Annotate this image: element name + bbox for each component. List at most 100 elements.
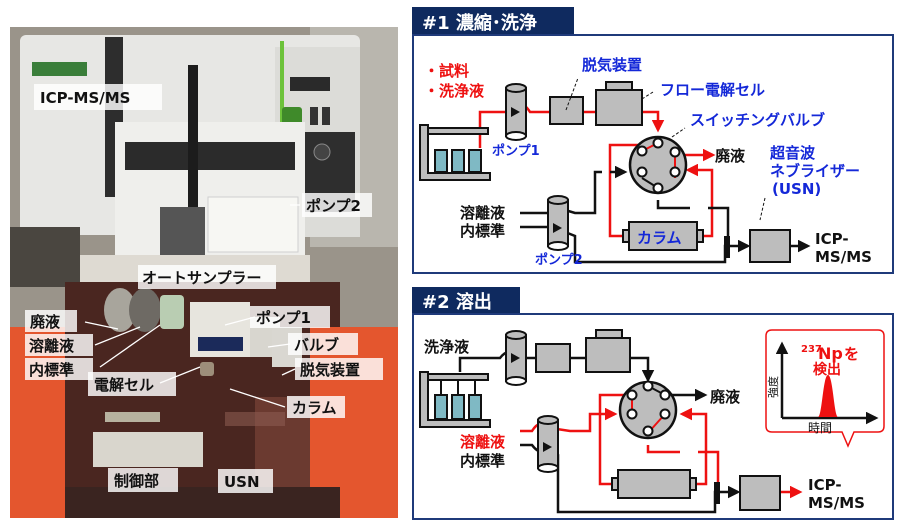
pump2-head	[313, 143, 331, 161]
isotope-symbol: Np	[818, 344, 843, 363]
instrument-photo: ICP-MS/MS ポンプ2 オートサンプラー 廃液 溶離液 内標準 ポンプ1 …	[10, 27, 398, 518]
svg-text:脱気装置: 脱気装置	[300, 361, 360, 379]
autosampler-window	[125, 142, 295, 170]
svg-text:ICP-MS/MS: ICP-MS/MS	[40, 89, 130, 107]
autosampler-tray	[160, 207, 205, 257]
panel2-switching-valve-symbol	[618, 380, 678, 440]
photo-label-eluent: 溶離液	[25, 334, 93, 356]
eluent-label: 溶離液	[460, 204, 506, 222]
photo-label-pump1: ポンプ1	[250, 306, 330, 328]
panel2-pump2-symbol	[537, 415, 559, 473]
photo-label-waste: 廃液	[25, 310, 77, 332]
photo-label-internal-std: 内標準	[25, 358, 93, 380]
svg-text:オートサンプラー: オートサンプラー	[142, 269, 262, 287]
panel-concentration-wash: #1 濃縮･洗浄	[412, 7, 894, 274]
svg-text:内標準: 内標準	[29, 361, 74, 379]
intensity-axis-label: 強度	[766, 376, 780, 398]
panel2-waste-label: 廃液	[710, 388, 741, 406]
icp-label-line2: MS/MS	[815, 248, 872, 266]
time-axis-label: 時間	[808, 421, 832, 435]
degasser-symbol	[549, 96, 584, 125]
switching-valve-symbol	[628, 135, 688, 195]
photo-label-icp: ICP-MS/MS	[34, 84, 162, 110]
icp-switch	[322, 107, 330, 125]
svg-text:バルブ: バルブ	[294, 336, 339, 354]
photo-label-degasser: 脱気装置	[295, 358, 383, 380]
usn-label-line3: (USN)	[772, 180, 821, 198]
pump1-symbol	[505, 83, 527, 141]
usn-label-line2: ネブライザー	[770, 162, 860, 180]
panel1-leaders	[565, 77, 766, 221]
pump2-symbol	[547, 195, 569, 251]
photo-label-pump2: ポンプ2	[302, 193, 372, 217]
svg-text:廃液: 廃液	[30, 313, 61, 331]
isotope-mass: 237	[801, 344, 822, 355]
switching-valve-label: スイッチングバルブ	[690, 111, 825, 129]
flow-cell-label: フロー電解セル	[660, 81, 765, 99]
panel2-header	[412, 287, 520, 314]
panel2-wash-label: 洗浄液	[424, 338, 470, 356]
panel2-eluent-label: 溶離液	[460, 433, 506, 451]
isotope-suffix: を	[844, 345, 859, 363]
icp-switch	[310, 107, 318, 125]
usn-label-line1: 超音波	[769, 144, 816, 162]
eluent-bottle	[129, 288, 161, 332]
sample-label: ・試料	[424, 62, 469, 80]
detection-label: 検出	[813, 361, 841, 378]
panel2-sample-rack	[419, 371, 491, 428]
photo-label-usn: USN	[218, 469, 273, 493]
waste-bottle	[104, 288, 136, 332]
detection-callout: 237 Np を 検出 強度 時間	[765, 329, 885, 448]
np237-peak	[790, 375, 865, 417]
panel1-sample-rack	[419, 124, 491, 181]
panel2-tee-connector	[714, 482, 720, 504]
controller-connectors	[105, 412, 160, 422]
autosampler-arm	[188, 65, 198, 215]
svg-text:制御部: 制御部	[114, 472, 159, 490]
controller-body	[93, 432, 203, 467]
svg-text:USN: USN	[224, 473, 260, 491]
photo-label-valve: バルブ	[288, 333, 358, 355]
flow-cell-symbol	[595, 81, 643, 126]
photo-desk-left	[10, 227, 80, 287]
cabinet-base	[65, 487, 340, 518]
photo-label-controller: 制御部	[108, 468, 178, 492]
svg-text:ポンプ1: ポンプ1	[256, 309, 311, 327]
flow-diagrams: #1 濃縮･洗浄	[412, 7, 894, 520]
wash-label: ・洗浄液	[424, 82, 485, 100]
icp-label-line1: ICP-	[815, 230, 849, 248]
photo-label-autosampler: オートサンプラー	[138, 265, 276, 289]
panel2-icp-label-line2: MS/MS	[808, 494, 865, 512]
svg-text:溶離液: 溶離液	[29, 337, 75, 355]
pump2-label: ポンプ2	[535, 252, 583, 268]
panel2-degasser-symbol	[535, 343, 571, 373]
panel1-title: #1 濃縮･洗浄	[422, 12, 537, 34]
column-label: カラム	[637, 229, 682, 247]
icp-display	[290, 77, 330, 91]
sample-rack	[207, 196, 299, 253]
waste-label: 廃液	[715, 147, 746, 165]
panel2-elution-flow	[520, 393, 803, 499]
svg-text:ポンプ2: ポンプ2	[306, 197, 361, 215]
panel2-column-symbol	[611, 469, 697, 499]
icp-brand-label	[32, 62, 87, 76]
panel2-pump1-symbol	[505, 330, 527, 386]
degasser-label: 脱気装置	[582, 56, 642, 74]
panel2-title: #2 溶出	[422, 291, 492, 313]
panel-elution: #2 溶出	[412, 287, 894, 520]
panel2-usn-symbol	[739, 475, 781, 511]
photo-label-electrolytic-cell: 電解セル	[88, 372, 176, 396]
panel1-header	[412, 7, 574, 35]
panel2-internal-std-label: 内標準	[460, 452, 505, 470]
pump1-panel	[198, 337, 243, 351]
panel2-icp-label-line1: ICP-	[808, 476, 842, 494]
internal-std-bottle	[160, 295, 184, 329]
svg-text:カラム: カラム	[292, 399, 337, 417]
panel2-flow-cell-symbol	[585, 329, 631, 373]
electrolytic-cell-body	[200, 362, 214, 376]
internal-std-label: 内標準	[460, 222, 505, 240]
usn-symbol	[749, 229, 791, 263]
svg-text:電解セル: 電解セル	[94, 376, 154, 394]
pump1-label: ポンプ1	[492, 143, 540, 159]
usn-panel	[225, 412, 285, 426]
